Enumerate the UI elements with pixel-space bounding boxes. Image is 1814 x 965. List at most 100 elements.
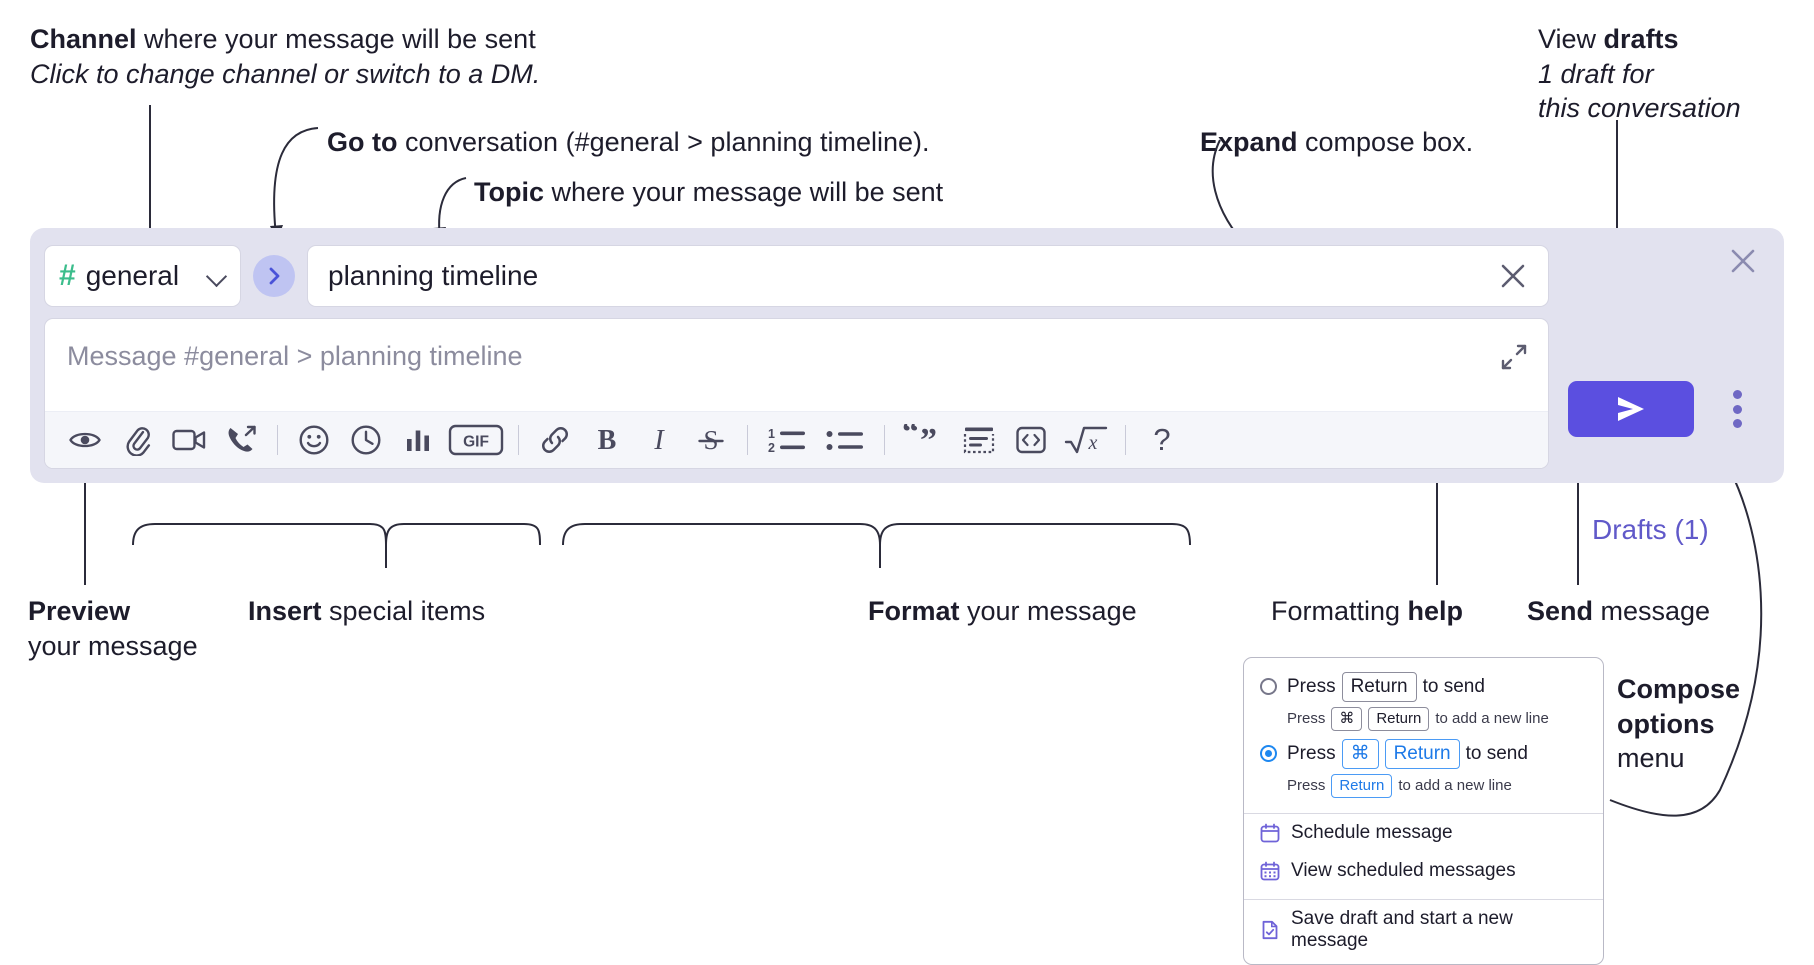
paperclip-icon	[126, 427, 151, 456]
compose-widget: # general planning timeline	[30, 228, 1784, 545]
italic-button[interactable]: I	[633, 418, 685, 462]
more-vertical-icon	[1732, 419, 1742, 428]
close-widget-button[interactable]	[1724, 242, 1762, 280]
menu-item-label: View scheduled messages	[1291, 859, 1516, 881]
smiley-icon	[299, 425, 329, 455]
drafts-link[interactable]: Drafts (1)	[1592, 514, 1709, 545]
annotation-goto-rest: conversation (#general > planning timeli…	[397, 127, 930, 157]
poll-button[interactable]	[392, 418, 444, 462]
blockquote-button[interactable]: “ ”	[895, 418, 953, 462]
annotation-compose-options: Compose options menu	[1617, 672, 1740, 776]
radio-icon[interactable]	[1260, 678, 1277, 696]
hash-icon: #	[59, 259, 76, 292]
annotation-format-bold: Format	[868, 596, 960, 626]
annotation-drafts-italic-1: 1 draft for	[1538, 58, 1654, 89]
quote-icon: “ ”	[902, 424, 937, 456]
annotation-channel-italic: Click to change channel or switch to a D…	[30, 58, 541, 89]
menu-divider	[1244, 812, 1603, 814]
option-action-label: to send	[1422, 675, 1485, 697]
key-return: Return	[1331, 773, 1393, 798]
annotation-preview-bold: Preview	[28, 596, 131, 626]
bulleted-list-icon	[826, 431, 863, 450]
inline-code-button[interactable]	[1005, 418, 1057, 462]
annotation-format: Format your message	[868, 594, 1137, 629]
topic-field[interactable]: planning timeline	[307, 245, 1549, 307]
goto-conversation-button[interactable]	[253, 255, 295, 297]
menu-item-schedule-message[interactable]: Schedule message	[1244, 814, 1603, 852]
send-option-return-sub: Press ⌘ Return to add a new line	[1244, 704, 1603, 737]
message-input[interactable]: Message #general > planning timeline	[45, 319, 1548, 412]
svg-text:GIF: GIF	[463, 434, 489, 451]
destination-row: # general planning timeline	[44, 242, 1549, 310]
phone-arrow-icon	[228, 425, 256, 452]
annotation-insert-bold: Insert	[248, 596, 322, 626]
link-button[interactable]	[529, 418, 581, 462]
annotation-send-rest: message	[1593, 596, 1711, 626]
svg-text:1: 1	[768, 427, 775, 441]
annotation-preview-rest: your message	[28, 630, 198, 661]
annotation-formatting-help-lead: Formatting	[1271, 596, 1408, 626]
annotation-topic: Topic where your message will be sent	[474, 175, 943, 210]
code-block-button[interactable]	[953, 418, 1005, 462]
emoji-button[interactable]	[288, 418, 340, 462]
bulleted-list-button[interactable]	[816, 418, 874, 462]
annotation-compose-options-bold-2: options	[1617, 708, 1715, 739]
option-press-label: Press	[1287, 742, 1336, 764]
send-option-cmd-return[interactable]: Press ⌘ Return to send	[1244, 737, 1603, 771]
annotation-drafts-bold: drafts	[1603, 24, 1679, 54]
topic-clear-button[interactable]	[1496, 259, 1530, 293]
more-vertical-icon	[1732, 390, 1742, 399]
menu-divider	[1244, 898, 1603, 900]
annotation-expand: Expand compose box.	[1200, 125, 1473, 160]
option-press-label: Press	[1287, 675, 1336, 697]
strikethrough-icon: S	[698, 425, 724, 455]
expand-compose-button[interactable]	[1496, 339, 1532, 375]
svg-text:2: 2	[768, 441, 775, 455]
ordered-list-button[interactable]: 1 2	[758, 418, 816, 462]
annotation-send: Send message	[1527, 594, 1710, 629]
sub-press-label: Press	[1287, 777, 1326, 795]
radio-icon[interactable]	[1260, 745, 1277, 763]
gif-button[interactable]: GIF	[444, 418, 508, 462]
chevron-down-icon	[208, 267, 226, 285]
preview-button[interactable]	[59, 418, 111, 462]
send-button[interactable]	[1568, 381, 1694, 437]
annotation-drafts-lead: View	[1538, 24, 1604, 54]
formatting-toolbar: GIF B	[45, 411, 1548, 468]
divider-5	[1125, 425, 1126, 455]
bold-icon: B	[598, 425, 617, 456]
annotation-topic-bold: Topic	[474, 177, 544, 207]
video-clip-button[interactable]	[163, 418, 215, 462]
annotation-compose-options-bold-1: Compose	[1617, 674, 1741, 704]
option-action-label: to send	[1465, 742, 1528, 764]
annotation-expand-bold: Expand	[1200, 127, 1298, 157]
svg-text:I: I	[653, 425, 665, 456]
annotation-preview: Preview your message	[28, 594, 198, 663]
link-icon	[542, 427, 568, 453]
key-return: Return	[1341, 672, 1417, 702]
send-option-return[interactable]: Press Return to send	[1244, 670, 1603, 704]
menu-item-save-draft[interactable]: Save draft and start a new message	[1244, 900, 1603, 964]
send-option-cmd-return-sub: Press Return to add a new line	[1244, 771, 1603, 804]
menu-item-label: Schedule message	[1291, 821, 1453, 843]
divider-4	[884, 425, 885, 455]
attach-button[interactable]	[111, 418, 163, 462]
annotation-send-bold: Send	[1527, 596, 1594, 626]
message-placeholder: Message #general > planning timeline	[67, 341, 523, 371]
annotation-format-rest: your message	[959, 596, 1137, 626]
strikethrough-button[interactable]: S	[685, 418, 737, 462]
channel-selector[interactable]: # general	[44, 245, 241, 307]
sub-action-label: to add a new line	[1435, 710, 1549, 728]
math-button[interactable]: x	[1057, 418, 1115, 462]
annotation-goto: Go to conversation (#general > planning …	[327, 125, 930, 160]
compose-inner: # general planning timeline	[44, 242, 1549, 469]
compose-options-button[interactable]	[1722, 386, 1752, 432]
menu-item-view-scheduled-messages[interactable]: View scheduled messages	[1244, 852, 1603, 890]
formatting-help-button[interactable]: ?	[1136, 418, 1188, 462]
audio-clip-button[interactable]	[215, 418, 267, 462]
annotation-compose-options-rest: menu	[1617, 743, 1685, 774]
numbered-list-icon: 1 2	[768, 427, 805, 455]
reminder-button[interactable]	[340, 418, 392, 462]
close-icon	[1731, 249, 1755, 273]
bold-button[interactable]: B	[581, 418, 633, 462]
